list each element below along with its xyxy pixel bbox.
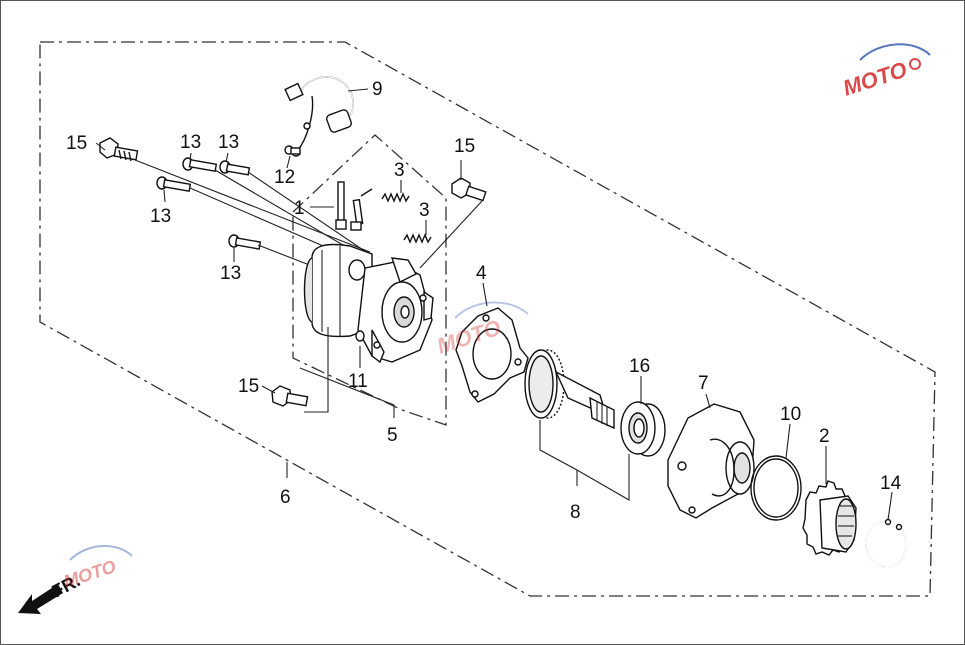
callout-15-bottom: 15 (238, 376, 259, 397)
callout-13-c: 13 (150, 206, 171, 227)
callout-15-right: 15 (454, 136, 475, 157)
watermark-brand-top: MOTO (840, 57, 910, 101)
bolt-12 (284, 145, 301, 155)
gear-shaft (524, 349, 615, 430)
callout-14: 14 (880, 473, 902, 494)
callout-5: 5 (387, 425, 398, 446)
callout-4: 4 (476, 263, 487, 284)
bolt-15-right (451, 177, 487, 202)
callout-9: 9 (372, 79, 383, 100)
callout-13-a: 13 (180, 132, 201, 153)
watermark-brand-bottom: MOTO (61, 556, 118, 592)
sprocket (802, 480, 857, 556)
bolt-15-top-left (99, 137, 139, 162)
bearing (620, 401, 666, 457)
callout-16: 16 (629, 356, 650, 377)
circlip (865, 518, 907, 569)
leader-lines (95, 88, 893, 521)
watermark-top-right: MOTO (840, 43, 931, 101)
callout-10: 10 (780, 404, 801, 425)
gear-cover (667, 403, 755, 519)
bolt-13-a (182, 157, 218, 173)
front-arrow-icon (18, 584, 63, 614)
bolt-13-d (228, 234, 262, 250)
callout-13-b: 13 (218, 132, 239, 153)
callout-15-top-left: 15 (66, 133, 87, 154)
bolt-13-c (156, 176, 192, 193)
spring-lower (403, 233, 432, 244)
spring-upper (381, 192, 410, 203)
brush-set (335, 181, 373, 231)
callout-7: 7 (698, 373, 709, 394)
callout-12: 12 (274, 167, 295, 188)
bolt-13-b (219, 160, 251, 176)
wire-harness (284, 76, 354, 157)
bolt-15-bottom (271, 385, 309, 407)
o-ring (750, 455, 802, 521)
callout-6: 6 (280, 487, 291, 508)
gear-icon (909, 58, 921, 70)
callout-11: 11 (348, 371, 368, 392)
callout-3-upper: 3 (394, 160, 405, 181)
assembly-outline-6 (39, 41, 936, 597)
watermark-bottom-left: MOTO (61, 544, 133, 592)
callout-8: 8 (570, 502, 581, 523)
assembly-outline-5 (292, 134, 447, 426)
callout-labels: 9 15 13 13 12 3 15 1 3 13 13 4 16 7 11 1… (66, 79, 902, 523)
callout-3-lower: 3 (419, 200, 430, 221)
starter-motor (303, 243, 434, 364)
callout-2: 2 (819, 426, 830, 447)
callout-1: 1 (294, 198, 305, 219)
gasket (455, 307, 529, 403)
callout-13-d: 13 (220, 263, 241, 284)
